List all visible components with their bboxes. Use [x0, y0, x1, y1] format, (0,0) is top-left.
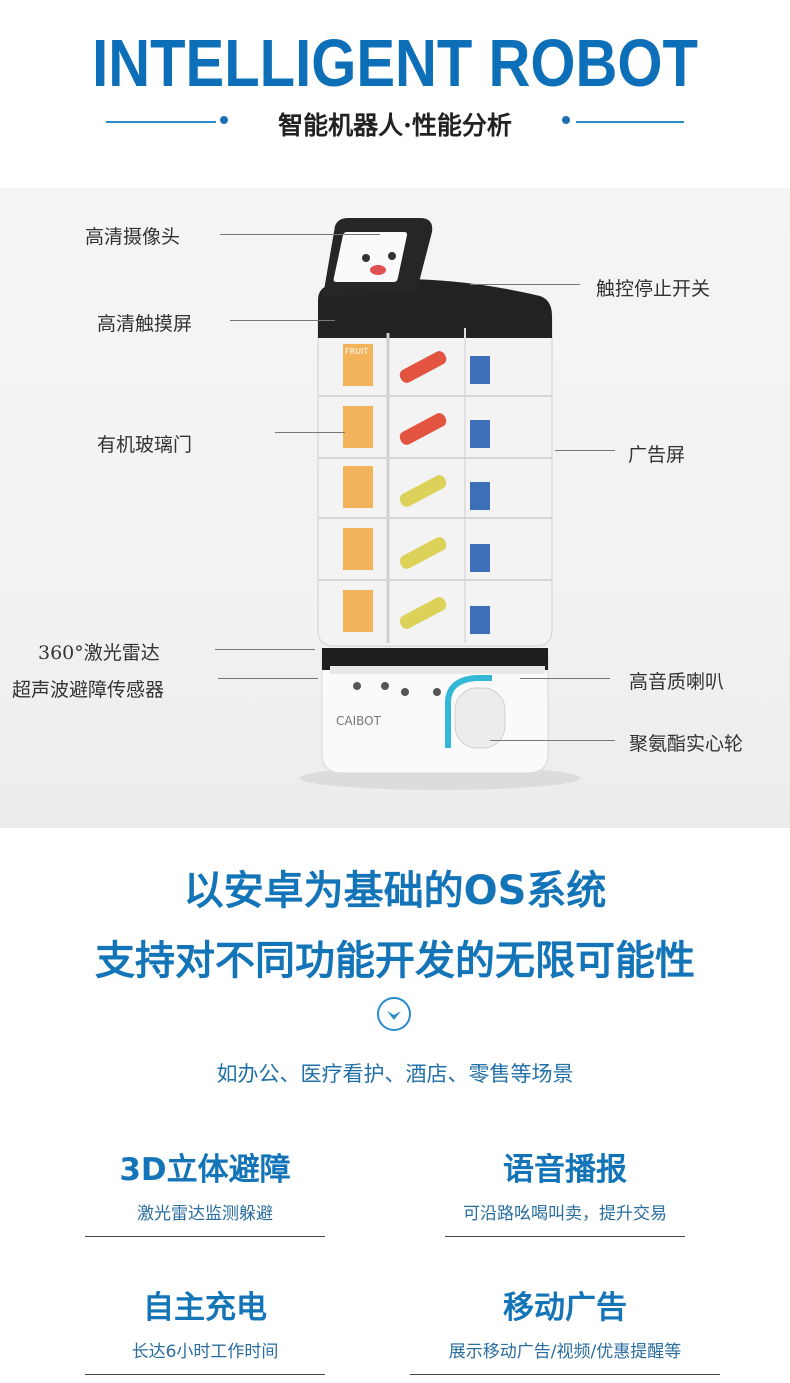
pointer-stop-switch — [470, 284, 580, 285]
feature-card: 3D立体避障 激光雷达监测躲避 — [85, 1144, 325, 1237]
pointer-ultrasonic — [218, 678, 318, 679]
robot-illustration: CAIBOT FRUIT — [300, 218, 580, 790]
pointer-touchscreen — [230, 320, 335, 321]
robot-badge: CAIBOT — [336, 714, 382, 728]
feature-desc: 长达6小时工作时间 — [131, 1342, 279, 1362]
feature-divider — [445, 1236, 685, 1237]
feature-title: 3D立体避障 — [119, 1152, 291, 1188]
feature-card: 移动广告 展示移动广告/视频/优惠提醒等 — [405, 1282, 725, 1375]
pointer-camera — [220, 234, 380, 235]
feature-title: 自主充电 — [143, 1290, 267, 1326]
product-label: FRUIT — [345, 347, 368, 356]
divider-dot-left — [220, 116, 228, 124]
pointer-wheel — [490, 740, 615, 741]
page-title: INTELLIGENT ROBOT — [92, 26, 698, 101]
label-wheel: 聚氨酯实心轮 — [629, 733, 744, 755]
scenes-text: 如办公、医疗看护、酒店、零售等场景 — [216, 1062, 574, 1086]
chevron-down-icon — [377, 997, 411, 1031]
feature-card: 语音播报 可沿路吆喝叫卖，提升交易 — [445, 1144, 685, 1237]
feature-card: 自主充电 长达6小时工作时间 — [85, 1282, 325, 1375]
feature-title: 移动广告 — [503, 1290, 627, 1326]
label-ultrasonic: 超声波避障传感器 — [12, 679, 165, 701]
label-stop-switch: 触控停止开关 — [596, 278, 711, 300]
feature-divider — [85, 1236, 325, 1237]
label-ad-screen: 广告屏 — [628, 444, 686, 466]
os-heading-line1: 以安卓为基础的OS系统 — [183, 868, 607, 914]
page-subtitle: 智能机器人·性能分析 — [278, 111, 512, 140]
label-speaker: 高音质喇叭 — [629, 671, 725, 693]
pointer-lidar — [215, 649, 315, 650]
pointer-glass-door — [275, 432, 345, 433]
pointer-speaker — [520, 678, 610, 679]
label-touchscreen: 高清触摸屏 — [97, 313, 193, 335]
divider-line-left — [106, 121, 216, 123]
label-lidar: 360°激光雷达 — [38, 642, 160, 664]
label-camera: 高清摄像头 — [85, 226, 181, 248]
feature-divider — [85, 1374, 325, 1375]
robot-stage: CAIBOT FRUIT — [0, 188, 790, 828]
label-glass-door: 有机玻璃门 — [97, 434, 193, 456]
feature-desc: 可沿路吆喝叫卖，提升交易 — [463, 1204, 667, 1224]
feature-desc: 激光雷达监测躲避 — [137, 1204, 273, 1224]
divider-dot-right — [562, 116, 570, 124]
feature-title: 语音播报 — [503, 1152, 627, 1188]
divider-line-right — [576, 121, 684, 123]
pointer-ad-screen — [555, 450, 615, 451]
subtitle-row: 智能机器人·性能分析 — [0, 104, 790, 140]
os-heading-line2: 支持对不同功能开发的无限可能性 — [95, 938, 695, 984]
feature-desc: 展示移动广告/视频/优惠提醒等 — [448, 1342, 682, 1362]
feature-divider — [410, 1374, 720, 1375]
